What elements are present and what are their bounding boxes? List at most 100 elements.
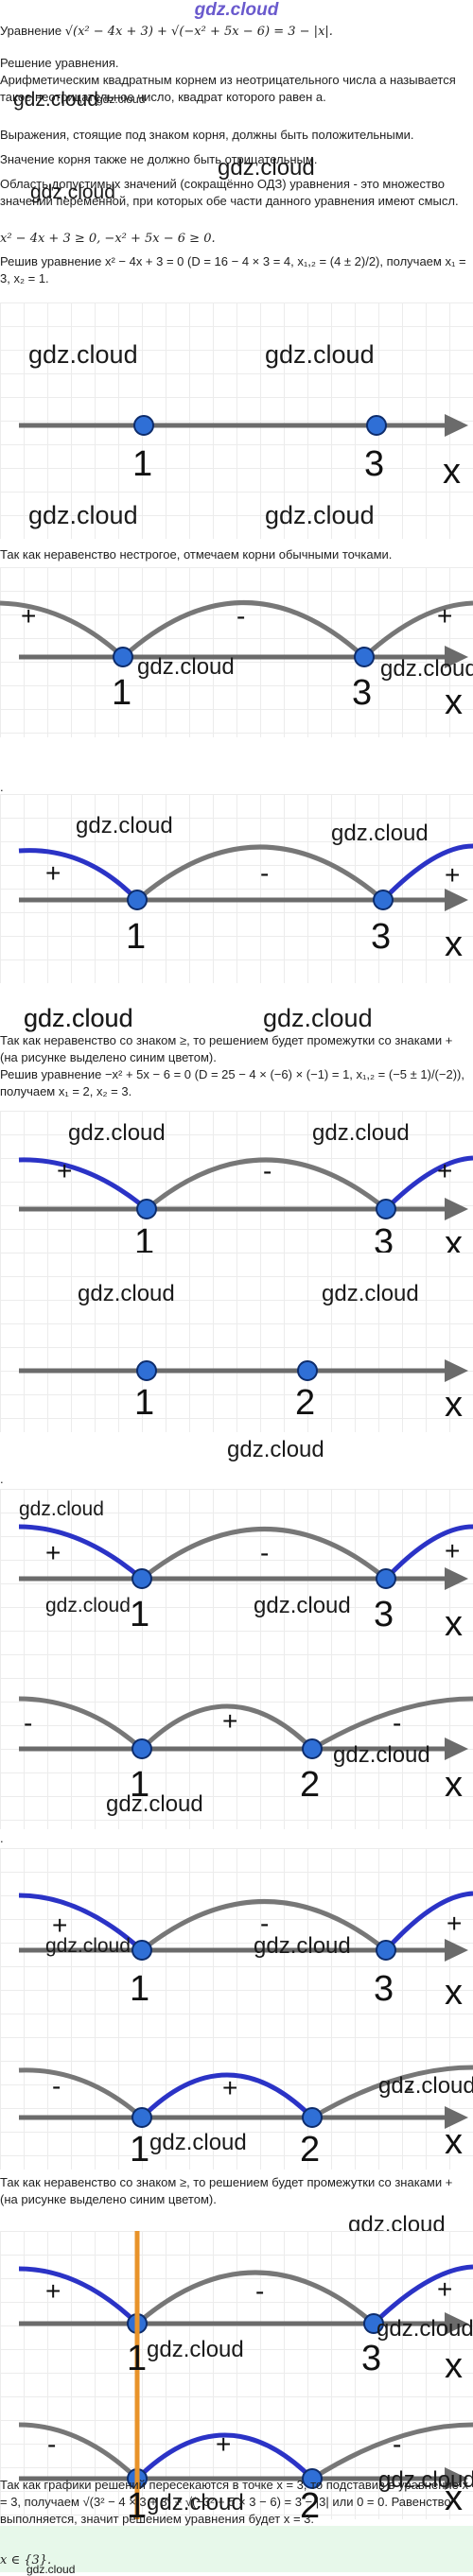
odz-system: x² − 4x + 3 ≥ 0, −x² + 5x − 6 ≥ 0. (0, 232, 216, 246)
watermark: gdz.cloud (28, 340, 138, 369)
sign-plus-left: + (45, 2276, 61, 2306)
tick-label-2: 2 (300, 2130, 321, 2170)
conclusion-paragraph: Так как графики решений пересекаются в т… (0, 2478, 468, 2526)
tick-label-3: 3 (371, 917, 392, 957)
sign-minus-middle: - (260, 858, 270, 888)
tick-label-1: 1 (127, 2486, 148, 2526)
tick-label-3: 3 (364, 444, 385, 484)
tick-label-1: 1 (134, 1222, 155, 1262)
watermark: gdz.cloud (265, 501, 375, 529)
sign-minus-middle: - (263, 1156, 272, 1185)
sign-plus-left: + (21, 601, 37, 631)
sign-chart-panel-2: + - + 1 3 x gdz.cloud gdz.cloud gdz.clou… (0, 794, 473, 1032)
axis-label-x: x (445, 2122, 463, 2162)
second-quadratic-solution: Решив уравнение −x² + 5x − 6 = 0 (D = 25… (0, 1067, 464, 1098)
tick-label-3: 3 (374, 1969, 394, 2009)
plus-intervals-note-1: Так как неравенство со знаком ≥, то реше… (0, 1033, 453, 1064)
sign-plus-right: + (437, 601, 453, 631)
sign-minus-left: - (47, 2429, 57, 2459)
tick-label-1: 1 (112, 673, 132, 713)
watermark: gdz.cloud (377, 2316, 473, 2342)
sign-chart-panel-3: + - + 1 3 x gdz.cloud gdz.cloud (0, 1111, 473, 1264)
sign-chart-panel-1: + - + 1 3 x gdz.cloud gdz.cloud (0, 567, 473, 737)
answer-highlight (0, 2526, 473, 2572)
number-line-panel-1: 1 3 x gdz.cloud gdz.cloud gdz.cloud gdz.… (0, 303, 473, 539)
sign-minus-middle: - (236, 601, 246, 631)
sign-plus-right: + (437, 2274, 453, 2304)
tick-label-1: 1 (130, 1595, 150, 1634)
tick-label-2: 2 (300, 2486, 321, 2526)
sign-plus-middle: + (216, 2429, 232, 2459)
watermark: gdz.cloud (96, 93, 146, 106)
tick-label-3: 3 (361, 2339, 382, 2378)
sign-chart-panel-5: + - + 1 3 x gdz.cloud gdz.cloud - + - 1 … (0, 1848, 473, 2170)
watermark: gdz.cloud (218, 155, 315, 181)
watermark: gdz.cloud (106, 1791, 203, 1817)
tick-label-1: 1 (134, 1383, 155, 1423)
sign-chart-1-svg (0, 600, 473, 668)
tick-label-3: 3 (374, 1222, 394, 1262)
watermark: gdz.cloud (137, 654, 235, 680)
axis-label-x: x (445, 1765, 463, 1805)
tick-label-1: 1 (132, 444, 153, 484)
sign-plus-right: + (445, 860, 461, 890)
axis-label-x: x (445, 683, 463, 722)
axis-label-x: x (445, 1604, 463, 1644)
sign-plus-left: + (45, 858, 61, 888)
watermark: gdz.cloud (333, 1742, 430, 1768)
axis-label-x: x (445, 1973, 463, 2013)
watermark: gdz.cloud (265, 340, 375, 369)
equation-line: Уравнение √(x² − 4x + 3) + √(−x² + 5x − … (0, 23, 473, 41)
watermark: gdz.cloud (254, 1933, 351, 1959)
watermark: gdz.cloud (378, 2073, 473, 2099)
watermark: gdz.cloud (19, 1498, 104, 1520)
watermark: gdz.cloud (78, 1281, 175, 1306)
sign-plus-middle: + (222, 2073, 238, 2102)
sign-plus-left: + (57, 1156, 73, 1185)
sign-chart-2-svg (18, 843, 473, 911)
watermark: gdz.cloud (68, 1120, 166, 1146)
tick-label-1: 1 (127, 2339, 148, 2378)
sign-minus-middle: - (260, 1538, 270, 1567)
number-line-1-svg (19, 414, 468, 437)
dot-marker: . (0, 780, 4, 794)
sign-minus-right: - (393, 2429, 402, 2459)
first-quadratic-solution: Решив уравнение x² − 4x + 3 = 0 (D = 16 … (0, 254, 466, 285)
tick-label-3: 3 (352, 673, 373, 713)
sign-plus-right: + (445, 1536, 461, 1565)
tick-label-2: 2 (300, 1765, 321, 1805)
intersection-svg (18, 2231, 473, 2519)
watermark: gdz.cloud (312, 1120, 410, 1146)
sign-minus-left: - (52, 2071, 61, 2101)
watermark: gdz.cloud (227, 1437, 324, 1462)
watermark: gdz.cloud (147, 2337, 244, 2362)
axis-label-x: x (445, 1385, 463, 1425)
sign-minus-right: - (405, 2073, 414, 2102)
equation-math: √(x² − 4x + 3) + √(−x² + 5x − 6) = 3 − |… (64, 25, 333, 39)
watermark: gdz.cloud (254, 1593, 351, 1618)
site-logo[interactable]: gdz.cloud (194, 0, 279, 20)
tick-label-1: 1 (126, 917, 147, 957)
sign-plus-left: + (45, 1538, 61, 1567)
watermark: gdz.cloud (378, 2467, 473, 2493)
sign-plus-middle: + (222, 1706, 238, 1736)
watermark: gdz.cloud (322, 1281, 419, 1306)
sign-plus-right: + (447, 1909, 463, 1938)
watermark: gdz.cloud (45, 1935, 131, 1957)
watermark: gdz.cloud (24, 1004, 133, 1032)
axis-label-x: x (445, 925, 463, 964)
sign-chart-3-svg (18, 1155, 473, 1220)
watermark: gdz.cloud (380, 656, 473, 682)
sign-minus-right: - (393, 1708, 402, 1738)
intersection-panel: + - + 1 3 x gdz.cloud gdz.cloud - + - 1 … (0, 2231, 473, 2526)
number-line-panel-2: gdz.cloud gdz.cloud 1 2 x (0, 1253, 473, 1432)
sign-chart-5-svg (18, 1891, 473, 2129)
sign-minus-middle: - (260, 1909, 270, 1938)
solution-heading: Решение уравнения. (0, 56, 119, 70)
watermark: gdz.cloud (45, 1595, 131, 1616)
nonstrict-note: Так как неравенство нестрогое, отмечаем … (0, 547, 393, 562)
equation-prefix: Уравнение (0, 24, 65, 38)
number-line-2-svg (19, 1359, 468, 1382)
root-value-rule: Значение корня также не должно быть отри… (0, 152, 318, 166)
tick-label-2: 2 (295, 1383, 316, 1423)
